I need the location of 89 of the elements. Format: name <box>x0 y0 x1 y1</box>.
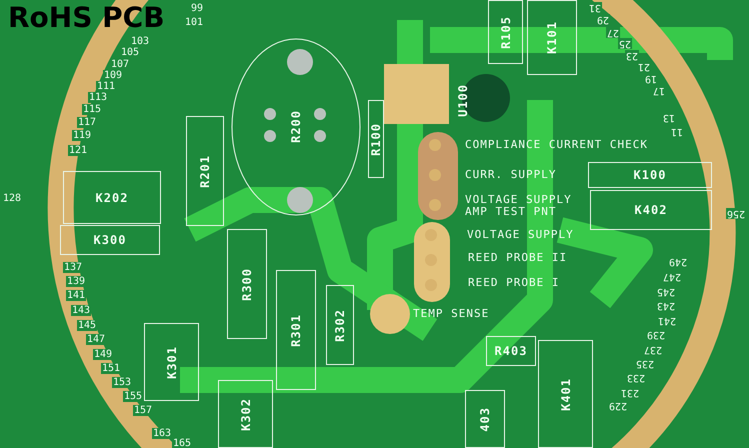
pin-number: 103 <box>130 36 150 47</box>
component-outline <box>368 100 384 178</box>
component-outline <box>144 323 199 401</box>
pin-number: 149 <box>93 349 114 360</box>
pin-number: 163 <box>152 428 172 439</box>
pin-number: 19 <box>644 73 658 84</box>
pin-number: 31 <box>588 2 602 13</box>
designator-label: K401 <box>558 378 572 410</box>
designator-label: R302 <box>333 308 347 342</box>
designator-label: 403 <box>478 406 492 432</box>
pin-number: 147 <box>86 334 106 345</box>
pin-number: 235 <box>635 358 656 369</box>
silkscreen-label: TEMP SENSE <box>413 308 490 320</box>
designator-label: R403 <box>494 344 528 358</box>
component-outline <box>588 162 712 188</box>
silkscreen-label: VOLTAGE SUPPLY AMP TEST PNT <box>465 194 573 218</box>
designator-label: K301 <box>164 346 178 378</box>
pin-number: 139 <box>66 276 86 287</box>
pin-number: 115 <box>82 104 102 115</box>
pin-number: 109 <box>103 70 124 81</box>
component-outline <box>326 285 354 365</box>
pin-number: 101 <box>184 17 204 28</box>
pin-number: 141 <box>66 290 86 301</box>
pin-number: 233 <box>626 372 646 383</box>
silkscreen-label: VOLTAGE SUPPLY <box>467 229 574 242</box>
pin-number: 153 <box>112 377 132 388</box>
pin-number: 145 <box>77 320 98 331</box>
component-outline <box>227 229 267 339</box>
pin-number: 231 <box>620 387 640 398</box>
pin-number: 111 <box>96 81 116 92</box>
silkscreen-label: REED PROBE II <box>468 252 568 264</box>
pin-number: 21 <box>637 61 652 72</box>
designator-label: K101 <box>545 21 559 54</box>
designator-label: K302 <box>238 398 252 430</box>
designator-label: R100 <box>369 122 383 156</box>
pin-number: 241 <box>657 315 678 326</box>
pin-number: 105 <box>120 47 140 58</box>
pin-number: 243 <box>656 300 676 311</box>
pin-number: 113 <box>88 92 108 103</box>
component-outline <box>488 0 523 64</box>
designator-label: R300 <box>240 268 254 300</box>
component-outline <box>218 380 273 448</box>
pin-number: 117 <box>77 117 98 128</box>
pin-number: 107 <box>110 59 130 70</box>
silkscreen-label: REED PROBE I <box>468 277 560 290</box>
pin-number: 13 <box>662 112 676 123</box>
component-outline <box>60 225 160 255</box>
pin-number: 239 <box>646 329 666 340</box>
designator-label: R201 <box>198 154 212 188</box>
pin-number: 143 <box>71 305 92 316</box>
pin-number: 229 <box>608 400 628 411</box>
pin-number: 128 <box>2 193 22 204</box>
pin-number: 237 <box>643 344 664 355</box>
designator-label: K202 <box>96 190 128 204</box>
pin-number: 245 <box>656 286 676 297</box>
pin-number: 99 <box>190 3 204 14</box>
designator-label: K402 <box>634 203 668 217</box>
pin-number: 137 <box>63 262 84 273</box>
designator-label: R301 <box>289 314 303 346</box>
pin-number: 29 <box>596 14 610 25</box>
pin-number: 247 <box>662 271 682 282</box>
component-outline <box>63 171 161 224</box>
silkscreen-label: COMPLIANCE CURRENT CHECK <box>465 139 648 152</box>
designator-label: K300 <box>94 233 126 247</box>
pin-number: 155 <box>123 391 144 402</box>
component-outline <box>186 116 224 226</box>
pin-number: 23 <box>625 50 640 61</box>
designator-label: K100 <box>634 168 666 182</box>
pin-number: 249 <box>668 256 688 267</box>
pin-number: 25 <box>618 38 632 49</box>
pin-number: 119 <box>72 130 92 141</box>
designator-label: U100 <box>456 84 470 116</box>
component-outline <box>590 190 712 230</box>
pin-number: 151 <box>101 363 122 374</box>
component-outline <box>527 0 577 75</box>
pin-number: 27 <box>606 27 620 38</box>
pin-number: 11 <box>670 126 684 137</box>
silkscreen-label: CURR. SUPPLY <box>465 169 556 182</box>
pin-number: 121 <box>68 145 88 156</box>
designator-label: R105 <box>498 16 512 48</box>
component-outline <box>276 270 316 390</box>
designator-label: R200 <box>289 110 303 142</box>
pin-number: 165 <box>172 438 192 448</box>
component-outline <box>486 336 536 366</box>
pin-number: 157 <box>133 405 154 416</box>
component-outline <box>538 340 593 448</box>
pin-number: 256 <box>726 208 746 219</box>
pin-number: 17 <box>652 85 666 96</box>
component-outline <box>465 390 505 448</box>
